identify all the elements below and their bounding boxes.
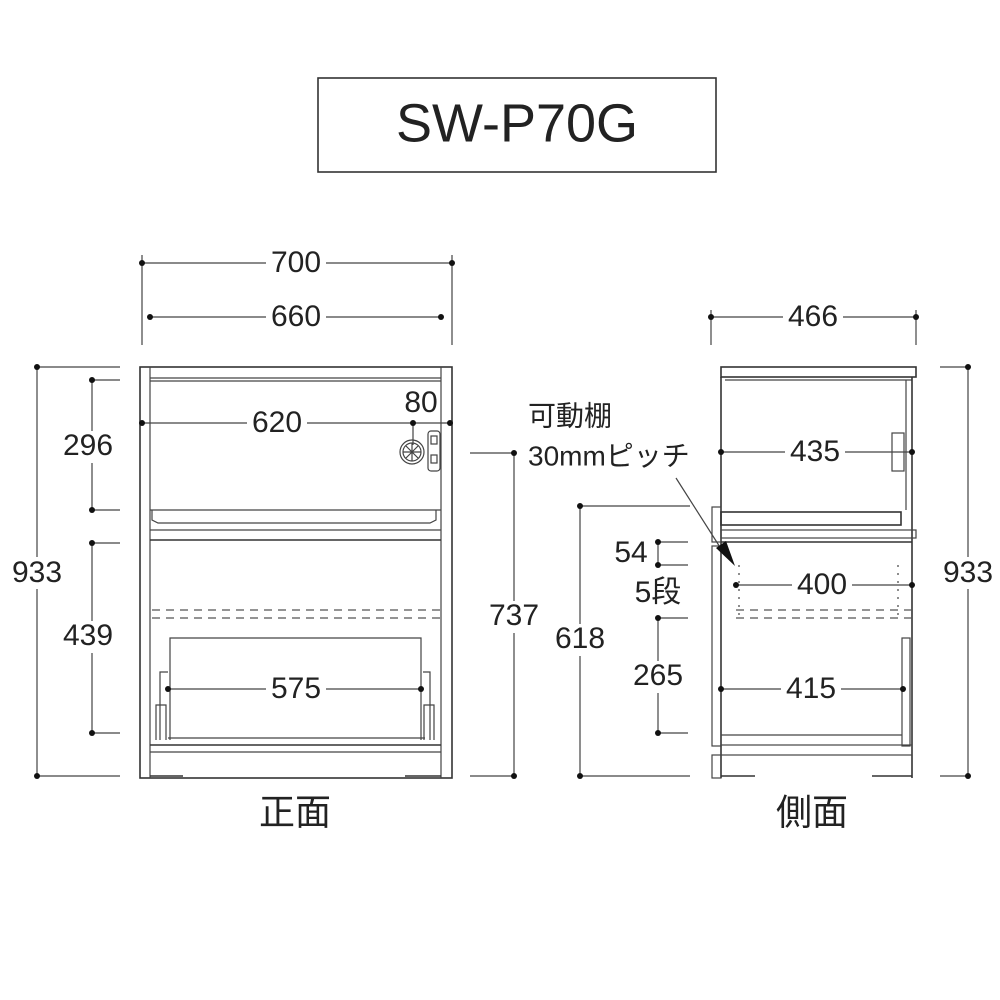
front-view-label: 正面 bbox=[259, 792, 331, 833]
dim-label: 439 bbox=[63, 619, 113, 652]
dim-front-width-interior: 620 bbox=[139, 406, 453, 439]
dim-label: 435 bbox=[790, 435, 840, 468]
dim-front-width-inner: 660 bbox=[147, 300, 444, 333]
dim-shelf-pitch: 54 5段 bbox=[614, 536, 688, 609]
dim-label: 265 bbox=[633, 659, 683, 692]
dim-label: 660 bbox=[271, 300, 321, 333]
dim-label: 737 bbox=[489, 599, 539, 632]
title-box: SW-P70G bbox=[317, 77, 717, 173]
dim-side-counter-height: 618 bbox=[548, 503, 690, 779]
side-view-label: 側面 bbox=[776, 792, 848, 833]
dim-lower-space: 265 bbox=[626, 615, 690, 736]
side-cabinet-outline bbox=[711, 366, 917, 779]
outlet-icon bbox=[399, 430, 441, 472]
leader-line bbox=[675, 477, 726, 556]
dim-label: 400 bbox=[797, 568, 847, 601]
shelf-steps-label: 5段 bbox=[635, 576, 682, 609]
dim-drawer-width: 575 bbox=[165, 672, 424, 705]
dim-label: 575 bbox=[271, 672, 321, 705]
dim-label: 466 bbox=[788, 300, 838, 333]
dim-side-height-total: 933 bbox=[936, 364, 1000, 779]
dim-label: 933 bbox=[12, 556, 62, 589]
dim-label: 80 bbox=[404, 386, 437, 419]
dim-side-depth-lower: 415 bbox=[718, 672, 906, 705]
dim-side-depth-outer: 466 bbox=[708, 300, 919, 345]
arrowhead-icon bbox=[716, 541, 735, 566]
dim-label: 54 bbox=[614, 536, 647, 569]
note-line-1: 可動棚 bbox=[528, 400, 612, 431]
dim-outlet-offset: 80 bbox=[404, 386, 438, 445]
dim-lower-height: 439 bbox=[58, 540, 122, 736]
dim-label: 700 bbox=[271, 246, 321, 279]
dim-front-width-outer: 700 bbox=[139, 246, 455, 345]
dim-upper-height: 296 bbox=[58, 377, 122, 513]
side-view: 466 435 400 415 933 bbox=[528, 300, 1000, 833]
dim-side-depth-upper: 435 bbox=[718, 435, 915, 468]
adjustable-shelf-note: 可動棚 30mmピッチ bbox=[528, 400, 735, 566]
dim-label: 415 bbox=[786, 672, 836, 705]
dim-side-depth-shelf: 400 bbox=[733, 568, 915, 601]
dim-label: 618 bbox=[555, 622, 605, 655]
front-view: 700 660 620 80 933 bbox=[5, 246, 546, 833]
model-title: SW-P70G bbox=[396, 93, 638, 153]
front-cabinet-outline bbox=[139, 366, 453, 779]
dim-label: 933 bbox=[943, 556, 993, 589]
note-line-2: 30mmピッチ bbox=[528, 440, 690, 471]
dim-label: 620 bbox=[252, 406, 302, 439]
dim-label: 296 bbox=[63, 429, 113, 462]
dim-front-height-total: 933 bbox=[5, 364, 120, 779]
dim-counter-height: 737 bbox=[470, 450, 546, 779]
